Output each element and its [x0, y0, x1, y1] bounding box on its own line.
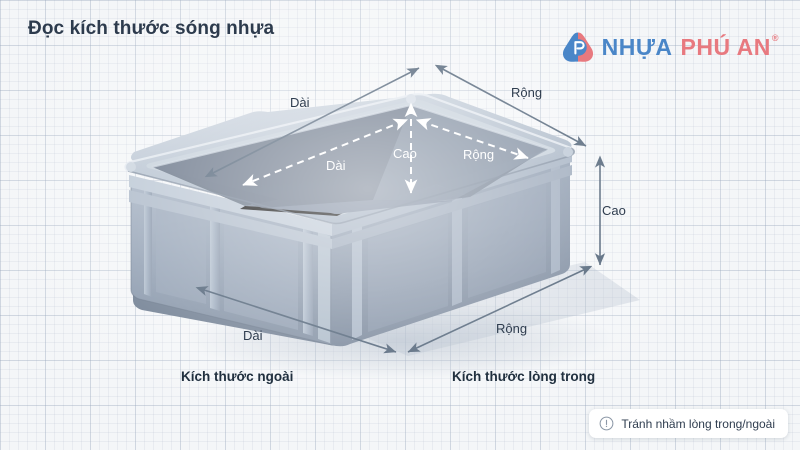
caption-outer-dimensions: Kích thước ngoài: [181, 369, 294, 384]
label-inner-width: Rộng: [463, 147, 495, 162]
warning-note-badge: Tránh nhầm lòng trong/ngoài: [589, 409, 788, 438]
label-outer-width-bottom: Rộng: [496, 321, 528, 336]
brand-logo: NHỰA PHÚ AN ®: [561, 30, 778, 64]
label-inner-height: Cao: [393, 146, 417, 161]
label-outer-length-bottom: Dài: [243, 328, 263, 343]
label-outer-height-right: Cao: [602, 203, 626, 218]
exclamation-circle-icon: [599, 416, 614, 431]
page-title: Đọc kích thước sóng nhựa: [28, 18, 275, 39]
brand-wordmark: NHỰA PHÚ AN ®: [601, 32, 779, 60]
warning-note-text: Tránh nhầm lòng trong/ngoài: [621, 416, 775, 431]
crate-corner-back: [406, 94, 416, 104]
crate-corner-right: [563, 147, 573, 157]
registered-mark-icon: ®: [771, 32, 779, 43]
brand-word-primary: NHỰA: [601, 33, 673, 60]
label-outer-length-top: Dài: [290, 95, 310, 110]
label-inner-length: Dài: [326, 158, 346, 173]
rounded-triangle-p-icon: [562, 32, 593, 62]
label-outer-width-top: Rộng: [511, 85, 543, 100]
caption-inner-dimensions: Kích thước lòng trong: [452, 369, 596, 384]
crate-corner-left: [126, 162, 136, 172]
brand-word-secondary: PHÚ AN: [680, 33, 771, 60]
